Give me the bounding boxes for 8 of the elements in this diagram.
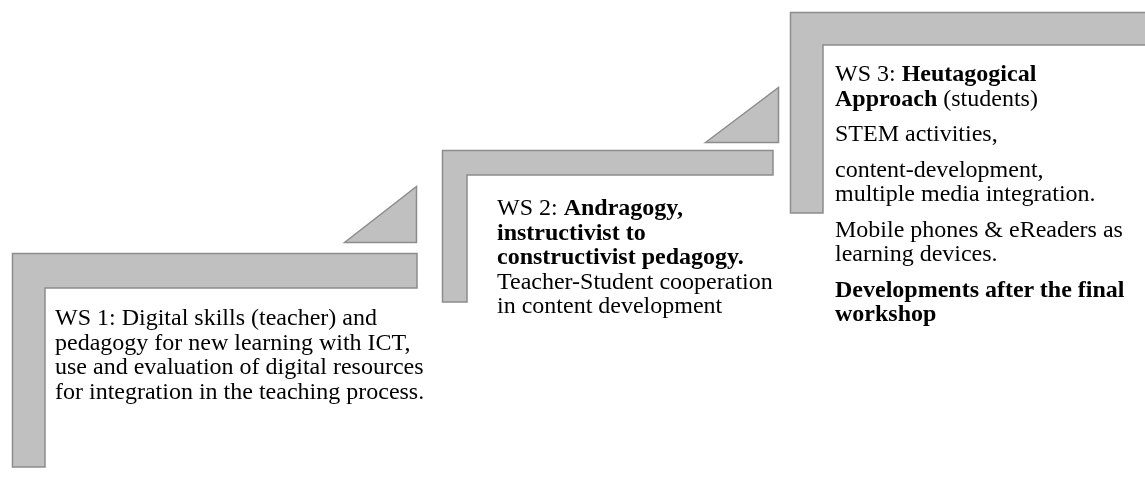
step-heading: WS 3: Heutagogical Approach (students) [835,61,1039,110]
step-heading: WS 1: Digital skills (teacher) and pedagogy for new learning with ICT, use and evaluation of digital resources for integration in the teaching process. [55,305,426,403]
step-text: content-development, multiple media integration. [835,156,1097,206]
step-heading: WS 2: Andragogy, instructivist to constructivist pedagogy. [497,195,745,269]
step-text: Teacher-Student cooperation in content development [497,268,774,318]
step-text: STEM activities, [835,121,999,146]
step-text: Developments after the final workshop [835,276,1126,326]
step-text: Mobile phones & eReaders as learning devices. [835,216,1124,266]
